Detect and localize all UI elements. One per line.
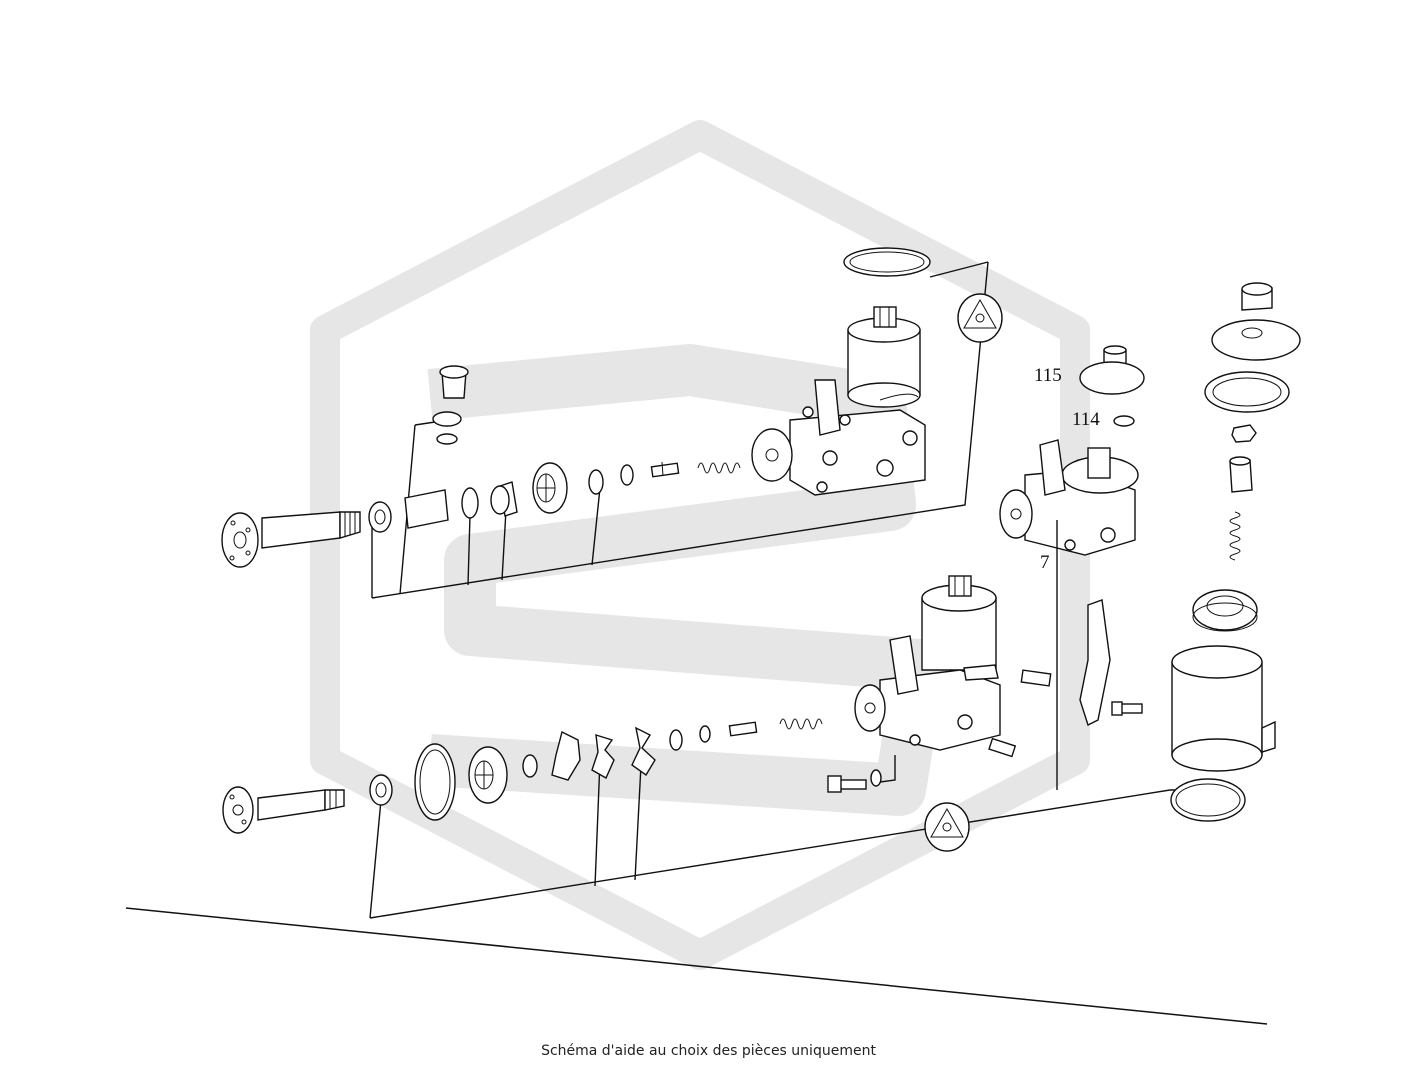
valve-lower: [728, 721, 758, 737]
bearing-upper: [368, 501, 392, 533]
bolt-lower-a: [1111, 701, 1143, 716]
input-shaft-upper: [221, 511, 361, 568]
rotor-lower: [468, 746, 508, 804]
cap-nut-right: [1241, 282, 1273, 311]
snap-ring-upper-a: [588, 469, 604, 495]
pump-middle: [999, 345, 1145, 556]
upper-assembly: [221, 247, 1003, 599]
spring-upper: [697, 462, 741, 474]
oring-lower-large: [414, 743, 456, 821]
valve-upper: [650, 461, 680, 478]
label-115: 115: [1034, 365, 1062, 386]
cover-plate-upper: [957, 293, 1003, 343]
washer-lower-small: [699, 725, 711, 743]
label-114: 114: [1072, 409, 1100, 430]
rotor-upper: [532, 462, 568, 514]
diagram-caption: Schéma d'aide au choix des pièces unique…: [541, 1043, 876, 1059]
washer-lower: [870, 769, 882, 787]
right-column-parts: [1170, 282, 1301, 822]
bolt-lower-b: [827, 775, 867, 793]
seal-ring-right: [1204, 371, 1290, 413]
spring-lower: [779, 718, 823, 730]
bracket-lower: [1079, 599, 1111, 726]
cover-115: [1079, 345, 1145, 395]
bushing-upper: [490, 481, 518, 517]
gasket-114: [1113, 415, 1135, 427]
snap-ring-upper-b: [620, 464, 634, 486]
spring-right: [1229, 511, 1241, 561]
input-shaft-lower: [222, 786, 345, 834]
watermark-logo: [310, 120, 1090, 970]
pulley-right: [1192, 589, 1258, 632]
vane-plate-lower-a: [591, 734, 615, 779]
pump-body-lower: [854, 575, 1001, 751]
filter-element-right: [1229, 456, 1253, 493]
oring-upper-a: [432, 411, 462, 427]
label-7: 7: [1040, 552, 1050, 573]
pump-body-middle: [999, 439, 1139, 556]
seal-ring-upper: [461, 487, 479, 519]
filler-cap-upper: [439, 365, 469, 399]
vane-plate-lower-b: [631, 726, 656, 777]
snap-ring-lower-b: [669, 729, 683, 751]
cover-plate-lower: [924, 802, 970, 852]
lower-assembly: [222, 520, 1175, 919]
ground-line: [125, 907, 1268, 1025]
oring-upper-b: [436, 433, 458, 445]
washer-disc-right: [1211, 319, 1301, 361]
gasket-right: [1170, 778, 1246, 822]
pump-body-upper: [751, 247, 931, 496]
bearing-lower: [369, 774, 393, 806]
nut-right: [1231, 424, 1257, 443]
fitting-lower-b: [988, 737, 1017, 758]
cam-ring-lower: [551, 730, 581, 781]
reservoir-right: [1171, 645, 1276, 772]
sleeve-upper: [404, 489, 449, 529]
fitting-lower-a: [1020, 669, 1052, 687]
snap-ring-lower: [522, 754, 538, 778]
